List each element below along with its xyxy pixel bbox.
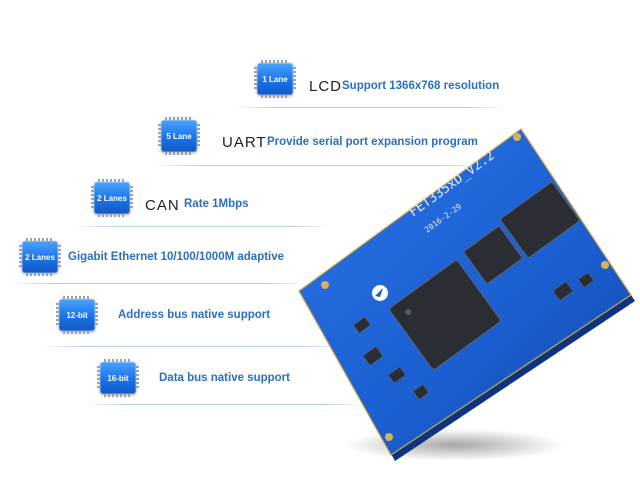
- ram-chip: [500, 182, 580, 258]
- feature-description: Gigabit Ethernet 10/100/1000M adaptive: [68, 251, 285, 263]
- interface-name: UART: [222, 134, 267, 151]
- interface-name: CAN: [145, 197, 180, 214]
- lane-chip-icon: 1 Lane: [254, 60, 296, 98]
- som-board-image: FET335xD_V2.2 2016-2-29: [298, 128, 635, 461]
- feature-description: Rate 1Mbps: [184, 198, 249, 210]
- chip-label: 16-bit: [107, 373, 129, 383]
- chip-label: 5 Lane: [166, 131, 192, 141]
- feature-description: Provide serial port expansion program: [267, 136, 478, 148]
- interface-name: LCD: [309, 78, 343, 95]
- separator-line: [10, 283, 310, 284]
- chip-label: 2 Lanes: [25, 252, 55, 262]
- separator-line: [40, 346, 345, 347]
- small-components: [352, 272, 595, 400]
- separator-line: [85, 404, 365, 405]
- lane-chip-icon: 5 Lane: [158, 117, 200, 155]
- bitwidth-chip-icon: 12-bit: [56, 296, 98, 334]
- separator-line: [75, 226, 330, 227]
- edge-pads: [321, 133, 609, 441]
- lane-chip-icon: 2 Lanes: [91, 179, 133, 217]
- feature-description: Support 1366x768 resolution: [342, 80, 500, 92]
- chip-label: 1 Lane: [262, 74, 288, 84]
- chip-label: 12-bit: [66, 310, 88, 320]
- separator-line: [150, 165, 490, 166]
- bitwidth-chip-icon: 16-bit: [97, 359, 139, 397]
- feature-description: Address bus native support: [118, 309, 271, 321]
- flash-chip: [463, 226, 523, 284]
- lane-chip-icon: 2 Lanes: [19, 238, 61, 276]
- separator-line: [235, 107, 505, 108]
- cpu-chip: [389, 260, 501, 370]
- chip-label: 2 Lanes: [97, 193, 127, 203]
- feature-description: Data bus native support: [159, 372, 290, 384]
